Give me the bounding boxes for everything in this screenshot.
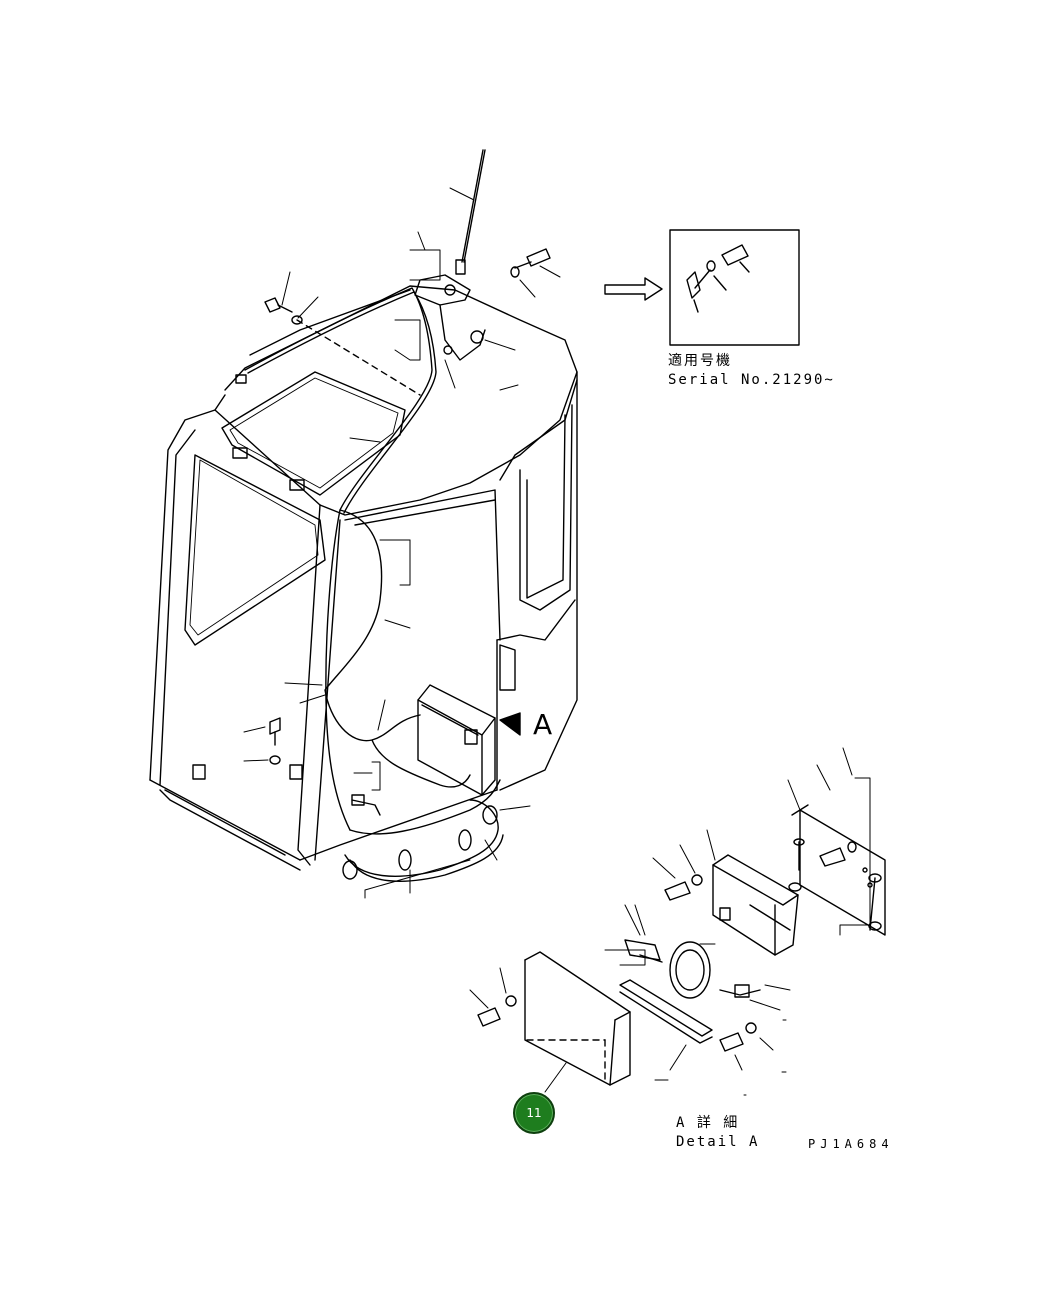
detail-a-title-en: Detail A: [676, 1134, 760, 1150]
controller-in-cab: [417, 684, 521, 796]
detail-a-controller: [712, 854, 799, 956]
serial-number-label: Serial No.21290~: [668, 372, 835, 388]
part-hotspot-11[interactable]: 11: [513, 1092, 555, 1134]
detail-a-connectors: [624, 939, 761, 999]
detail-a-title-jp: A 詳 細: [676, 1115, 740, 1131]
roof-bolts: [264, 248, 551, 396]
detail-a-cover: [524, 951, 631, 1086]
detail-a-bracket: [788, 804, 886, 936]
view-a-callout: A: [533, 708, 553, 741]
serial-inset-box: [669, 229, 800, 346]
antenna: [455, 149, 486, 275]
wiring-harness: [244, 287, 504, 882]
detail-a-bolts: [477, 841, 857, 1052]
antenna-bracket: [414, 274, 486, 361]
left-window: [184, 454, 326, 646]
inset-arrow: [604, 277, 663, 301]
cab-frame: [149, 285, 578, 871]
leader-lines: [243, 187, 561, 899]
roof-window: [221, 371, 406, 496]
hotspot-number: 11: [526, 1106, 542, 1120]
detail-a-rail: [619, 979, 713, 1044]
applicability-label: 適用号機: [668, 353, 732, 369]
drawing-code: PJ1A684: [808, 1137, 894, 1151]
